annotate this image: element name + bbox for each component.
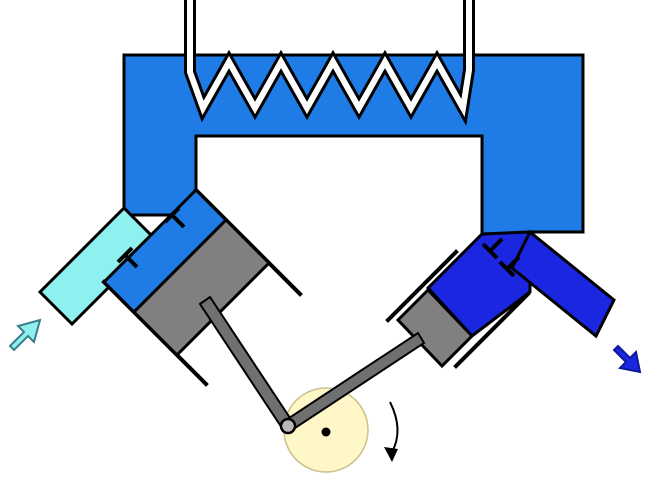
right-piston <box>395 287 475 369</box>
crank-pin <box>279 417 297 435</box>
rotation-arrow <box>384 401 399 462</box>
left-cylinder-chamber <box>101 187 229 315</box>
heater-coil <box>184 0 475 126</box>
crank-axle <box>321 427 331 437</box>
right-cylinder <box>385 249 531 369</box>
outlet-arrow <box>612 344 642 374</box>
intake-pipe <box>37 205 159 327</box>
right-valves <box>481 237 521 278</box>
intake-arrow <box>8 318 42 352</box>
left-piston <box>131 217 272 358</box>
left-valves <box>116 206 186 269</box>
